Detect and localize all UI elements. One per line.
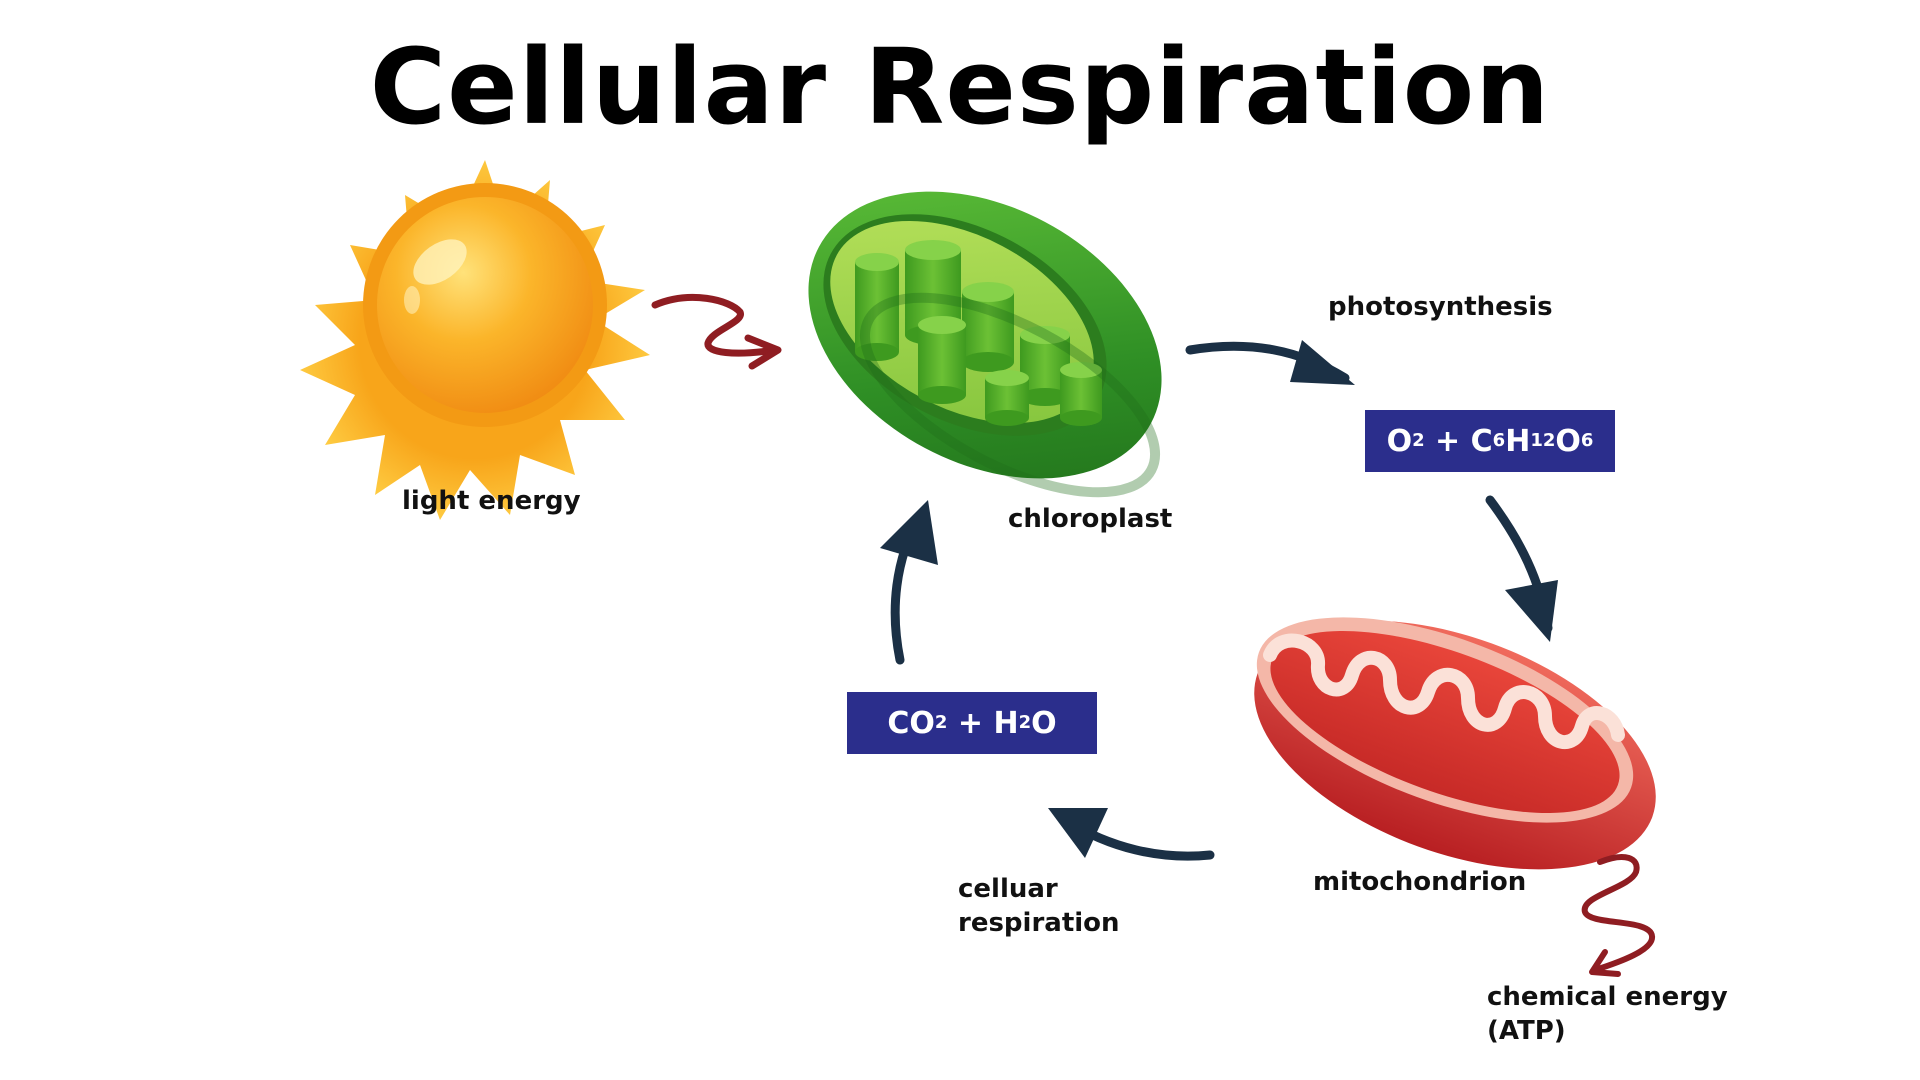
sun-icon [300,160,650,520]
label-cellular-respiration: celluar respiration [958,872,1120,940]
chloroplast-icon [808,191,1162,498]
label-light-energy: light energy [402,486,581,516]
label-photosynthesis: photosynthesis [1328,292,1553,322]
thylakoid-stacks [855,240,1102,426]
label-chemical-energy-line2: (ATP) [1487,1016,1566,1046]
diagram-title: Cellular Respiration [369,26,1551,148]
light-energy-arrow [651,294,782,370]
label-cellular-respiration-line1: celluar [958,874,1058,904]
cycle-arrow-to-chloroplast [880,500,938,665]
cycle-arrow-to-mitochondrion [1485,495,1558,642]
chemical-energy-arrow [1581,854,1655,977]
label-mitochondrion: mitochondrion [1313,867,1527,897]
label-cellular-respiration-line2: respiration [958,908,1120,938]
cycle-arrow-respiration [1048,808,1215,861]
label-chemical-energy-line1: chemical energy [1487,982,1728,1012]
label-chemical-energy: chemical energy (ATP) [1487,980,1728,1048]
cycle-arrow-photosynthesis [1185,340,1355,385]
mitochondrion-icon [1254,617,1656,870]
cristae [1263,633,1625,750]
label-chloroplast: chloroplast [1008,504,1173,534]
